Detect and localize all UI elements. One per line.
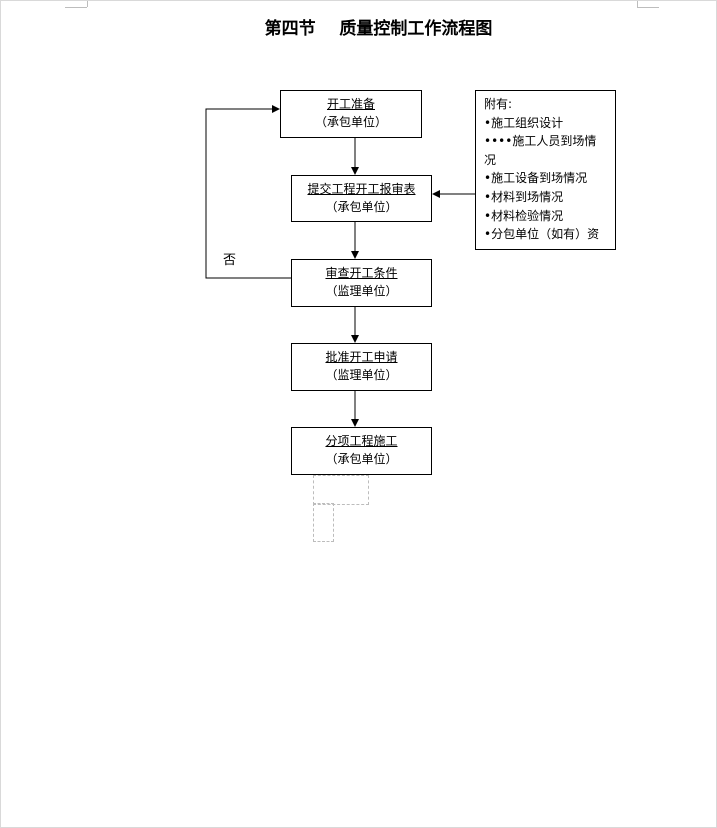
flow-box-step2-party: （承包单位）	[325, 200, 398, 214]
flow-box-step4: 批准开工申请 （监理单位）	[291, 343, 432, 391]
arrow-no-loop-back	[205, 105, 291, 279]
page-corner-mark-right	[637, 1, 659, 8]
attachment-item: •分包单位（如有）资	[484, 227, 600, 242]
text-frame-placeholder-top	[313, 475, 369, 505]
attachment-item: •施工组织设计	[484, 115, 564, 130]
flow-box-step5: 分项工程施工 （承包单位）	[291, 427, 432, 475]
flow-box-step5-title: 分项工程施工	[325, 434, 398, 448]
flow-box-step2-title: 提交工程开工报审表	[307, 182, 416, 196]
flow-box-step1-title: 开工准备	[326, 97, 375, 111]
flow-box-step1-party: （承包单位）	[314, 115, 387, 129]
page-corner-mark-left	[65, 1, 87, 8]
flow-box-step4-title: 批准开工申请	[325, 350, 398, 364]
flow-box-step2: 提交工程开工报审表 （承包单位）	[291, 175, 432, 222]
flow-box-step1: 开工准备 （承包单位）	[280, 90, 422, 138]
flow-box-step3-party: （监理单位）	[325, 284, 398, 298]
attachment-item: •材料到场情况	[484, 189, 564, 204]
flow-box-step3: 审查开工条件 （监理单位）	[291, 259, 432, 307]
text-frame-placeholder-bottom	[313, 503, 334, 542]
attachment-item: 况	[484, 152, 497, 167]
attachments-heading: 附有:	[484, 97, 513, 111]
attachments-box: 附有: •施工组织设计 ••••施工人员到场情 况 •施工设备到场情况 •材料到…	[475, 90, 616, 250]
page-corner-mark-right-vertical	[637, 1, 638, 7]
flow-box-step3-title: 审查开工条件	[325, 266, 398, 280]
section-title: 第四节 质量控制工作流程图	[264, 19, 493, 39]
no-branch-label: 否	[223, 253, 237, 268]
page-corner-mark-left-vertical	[87, 1, 88, 7]
flow-box-step5-party: （承包单位）	[325, 452, 398, 466]
flow-box-step4-party: （监理单位）	[325, 368, 398, 382]
attachment-item: •材料检验情况	[484, 208, 564, 223]
attachment-item: ••••施工人员到场情	[484, 134, 597, 149]
attachment-item: •施工设备到场情况	[484, 171, 588, 186]
